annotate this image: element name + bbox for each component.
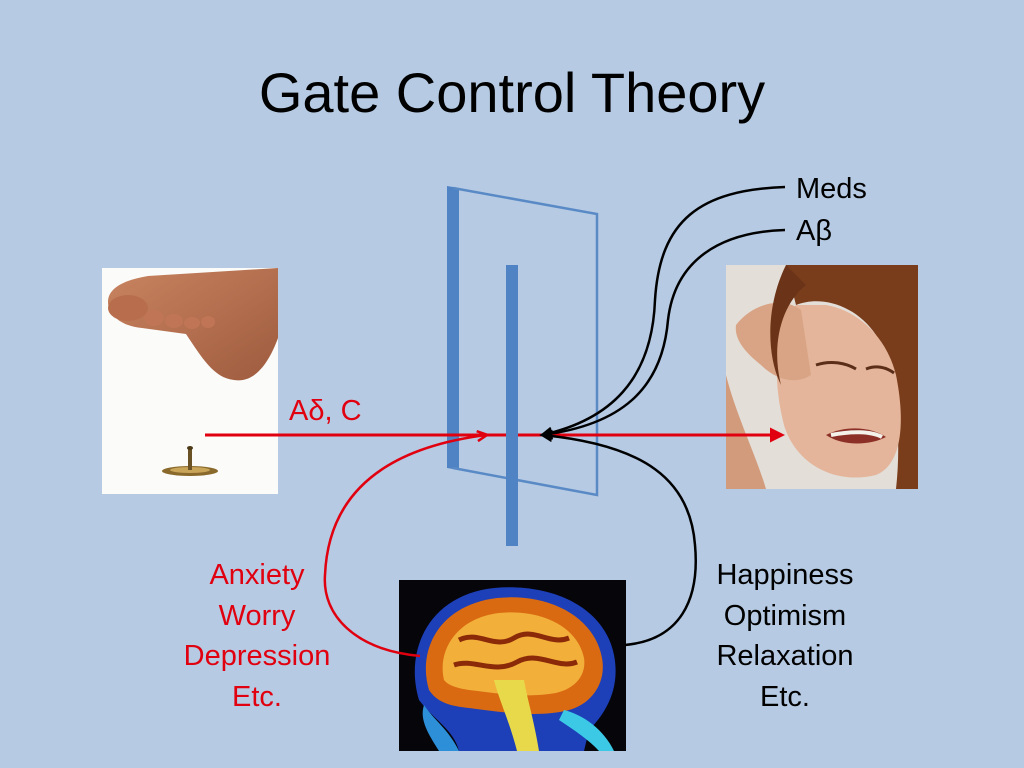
positive-factors-list: Happiness Optimism Relaxation Etc. [690, 555, 880, 717]
slide-title: Gate Control Theory [258, 61, 766, 124]
a-beta-arrow [539, 228, 786, 440]
gate-frame [447, 186, 599, 497]
foot-on-tack-photo [102, 268, 278, 494]
woman-in-pain-photo [726, 265, 918, 489]
negative-factor: Etc. [232, 680, 282, 713]
gate-bar [506, 265, 518, 546]
positive-factor: Etc. [760, 680, 810, 713]
brain-mri-image [399, 580, 626, 751]
meds-arrow [539, 185, 786, 439]
positive-factor: Happiness [716, 559, 854, 591]
fiber-pain-label: Aδ, C [289, 395, 362, 427]
negative-factor: Anxiety [209, 559, 305, 591]
positive-factor: Relaxation [716, 640, 854, 672]
negative-factors-arrow [323, 435, 486, 658]
a-beta-label: Aβ [796, 215, 833, 247]
negative-factors-list: Anxiety Worry Depression Etc. [162, 555, 352, 717]
positive-factors-arrow [539, 429, 697, 647]
negative-factor: Worry [218, 599, 296, 632]
negative-factor: Depression [183, 640, 331, 672]
meds-label: Meds [796, 173, 867, 205]
positive-factor: Optimism [723, 599, 847, 632]
